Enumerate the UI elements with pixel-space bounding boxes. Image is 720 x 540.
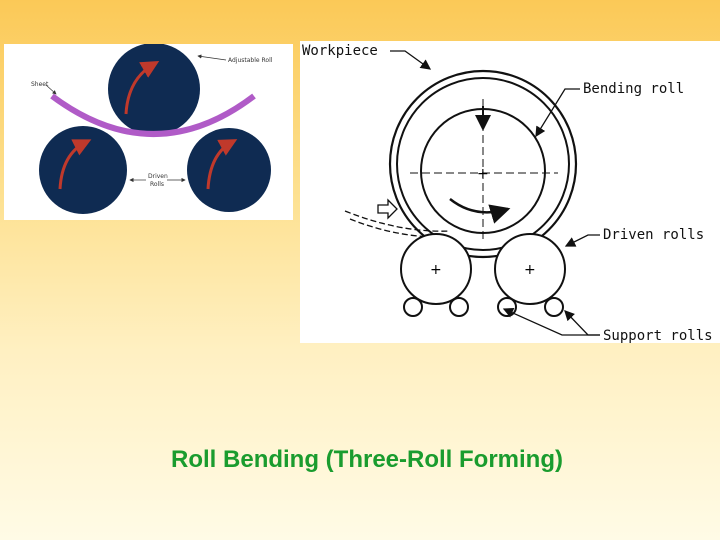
- workpiece-label: Workpiece: [302, 43, 378, 59]
- workpiece-inner: [396, 77, 570, 251]
- sheet-strip: [50, 93, 256, 137]
- driven-roll-left: [400, 233, 472, 305]
- three-roll-photo-diagram: Adjustable Roll Sheet Driven Rolls: [4, 44, 293, 220]
- bending-roll-label: Bending roll: [583, 81, 684, 97]
- support-roll-4: [544, 297, 564, 317]
- feed-direction-arrow: [377, 198, 398, 220]
- adjustable-roll-leader: [197, 54, 227, 61]
- adjustable-roll: [108, 44, 200, 135]
- adjustable-roll-label: Adjustable Roll: [228, 57, 273, 64]
- sheet-label: Sheet: [31, 81, 49, 88]
- workpiece-outer: [388, 69, 578, 259]
- driven-roll-right: [187, 128, 271, 212]
- workpiece-leader: [390, 50, 432, 70]
- feed-sheet: [344, 210, 451, 232]
- driven-roll-right-center: +: [524, 262, 536, 278]
- driven-rolls-label: Driven rolls: [603, 227, 704, 243]
- support-roll-1: [403, 297, 423, 317]
- support-rolls-label: Support rolls: [603, 328, 713, 343]
- support-rolls-leader-2: [564, 310, 600, 336]
- three-roll-line-diagram: + + + Workpiece Bending roll Driven roll…: [300, 41, 720, 343]
- driven-rolls-label-line1: Driven: [148, 173, 168, 180]
- bending-roll-center-mark: +: [477, 166, 489, 182]
- rotation-arrow-top: [124, 60, 160, 115]
- rotation-arrow-left: [58, 139, 92, 190]
- driven-roll-left: [39, 126, 127, 214]
- sheet-leader: [45, 84, 57, 95]
- bending-roll-leader: [535, 88, 580, 138]
- driven-rolls-leader: [564, 234, 600, 247]
- bending-roll-rotation-arrow: [449, 198, 511, 224]
- driven-roll-right: [494, 233, 566, 305]
- slide-caption: Roll Bending (Three-Roll Forming): [171, 446, 563, 473]
- driven-rolls-label-line2: Rolls: [150, 181, 164, 188]
- support-roll-2: [449, 297, 469, 317]
- rotation-arrow-right: [206, 139, 238, 190]
- driven-roll-left-center: +: [430, 262, 442, 278]
